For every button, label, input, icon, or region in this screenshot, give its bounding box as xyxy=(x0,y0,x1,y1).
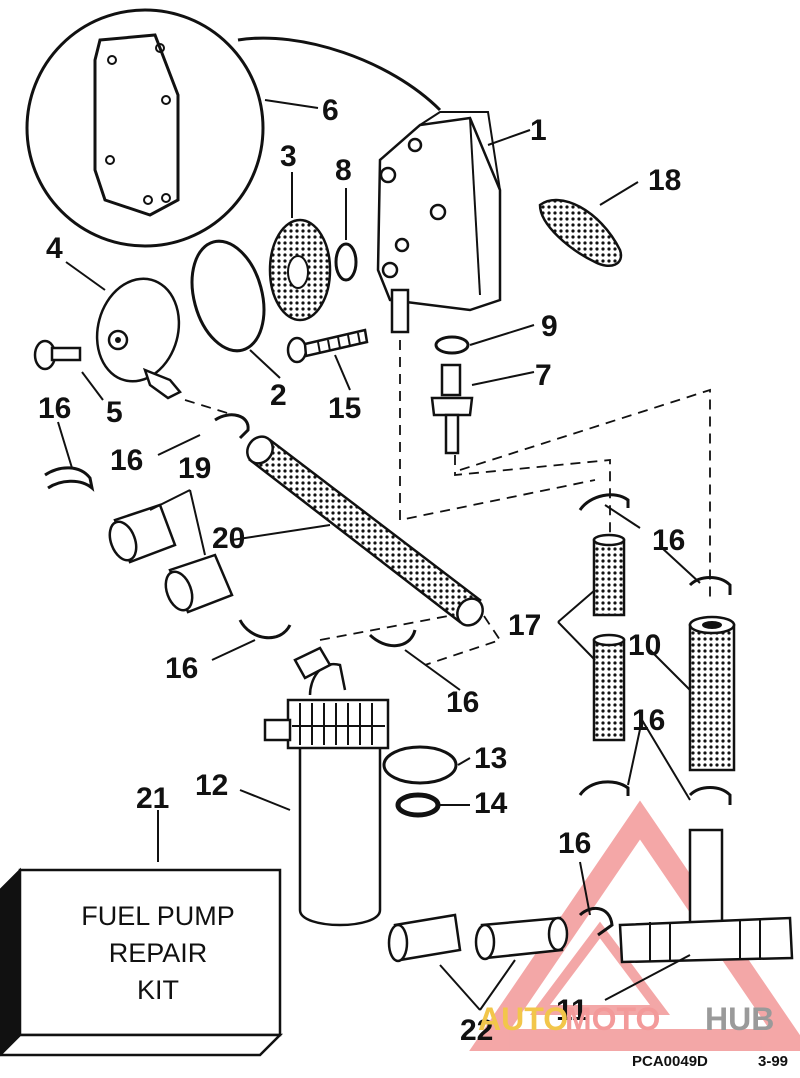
callout-16-g: 16 xyxy=(558,827,591,860)
figure-code: PCA0049D xyxy=(632,1053,708,1070)
kit-line-1: FUEL PUMP xyxy=(81,901,235,931)
callout-2: 2 xyxy=(270,379,287,412)
watermark-auto: AUTO xyxy=(478,1001,568,1037)
watermark-moto: MOTO xyxy=(565,1001,660,1037)
pump-cover-4 xyxy=(95,277,182,400)
inline-filter-10 xyxy=(688,615,736,772)
callout-20: 20 xyxy=(212,522,245,555)
callout-16-f: 16 xyxy=(632,704,665,737)
callout-10: 10 xyxy=(628,629,661,662)
callout-13: 13 xyxy=(474,742,507,775)
callout-6: 6 xyxy=(322,94,339,127)
fuel-pump-body xyxy=(376,111,502,334)
callout-9: 9 xyxy=(541,310,558,343)
callout-22: 22 xyxy=(460,1014,493,1047)
callout-3: 3 xyxy=(280,140,297,173)
gasket-detail-circle xyxy=(25,8,442,248)
kit-line-2: REPAIR xyxy=(109,938,208,968)
callout-4: 4 xyxy=(46,232,63,265)
o-ring-9 xyxy=(434,335,470,355)
inline-filters-17 xyxy=(592,533,626,742)
callout-11: 11 xyxy=(556,994,588,1027)
filter-screen-18 xyxy=(538,198,623,267)
o-ring-8 xyxy=(334,242,358,282)
callout-17: 17 xyxy=(508,609,541,642)
callout-14: 14 xyxy=(474,787,508,820)
callout-16-a: 16 xyxy=(38,392,71,425)
o-ring-14 xyxy=(395,792,441,818)
watermark-hub: HUB xyxy=(705,1001,774,1037)
repair-kit-label: FUEL PUMP REPAIR KIT xyxy=(81,901,235,1005)
callout-16-d: 16 xyxy=(446,686,479,719)
page-reference: 3-99 xyxy=(758,1053,788,1070)
screw-5 xyxy=(33,339,82,371)
callout-1: 1 xyxy=(530,114,547,147)
hose-pieces-19 xyxy=(108,503,234,614)
callout-21: 21 xyxy=(136,782,169,815)
fuel-filter-bowl-12 xyxy=(263,646,390,927)
screw-15 xyxy=(286,328,369,364)
callout-12: 12 xyxy=(195,769,228,802)
o-ring-2 xyxy=(190,239,266,353)
callout-5: 5 xyxy=(106,396,123,429)
callout-16-b: 16 xyxy=(110,444,143,477)
o-ring-13 xyxy=(382,745,458,785)
leader-lines xyxy=(57,99,701,1011)
hose-pieces-22 xyxy=(387,913,569,963)
repair-kit-box xyxy=(0,867,284,1057)
diaphragm-3 xyxy=(268,218,332,322)
callout-18: 18 xyxy=(648,164,681,197)
callout-numbers: 1 2 3 4 5 6 7 8 9 10 11 12 13 14 15 16 1… xyxy=(38,94,685,1047)
hose-clamps-16 xyxy=(44,413,732,937)
callout-7: 7 xyxy=(535,359,552,392)
callout-19: 19 xyxy=(178,452,211,485)
callout-8: 8 xyxy=(335,154,352,187)
tee-fitting-11 xyxy=(618,828,794,964)
watermark-text: AUTO MOTO HUB xyxy=(478,1001,774,1037)
filter-element-20 xyxy=(246,435,484,627)
callout-16-c: 16 xyxy=(165,652,198,685)
callout-15: 15 xyxy=(328,392,361,425)
kit-line-3: KIT xyxy=(137,975,179,1005)
fitting-7 xyxy=(430,363,474,455)
callout-16-e: 16 xyxy=(652,524,685,557)
